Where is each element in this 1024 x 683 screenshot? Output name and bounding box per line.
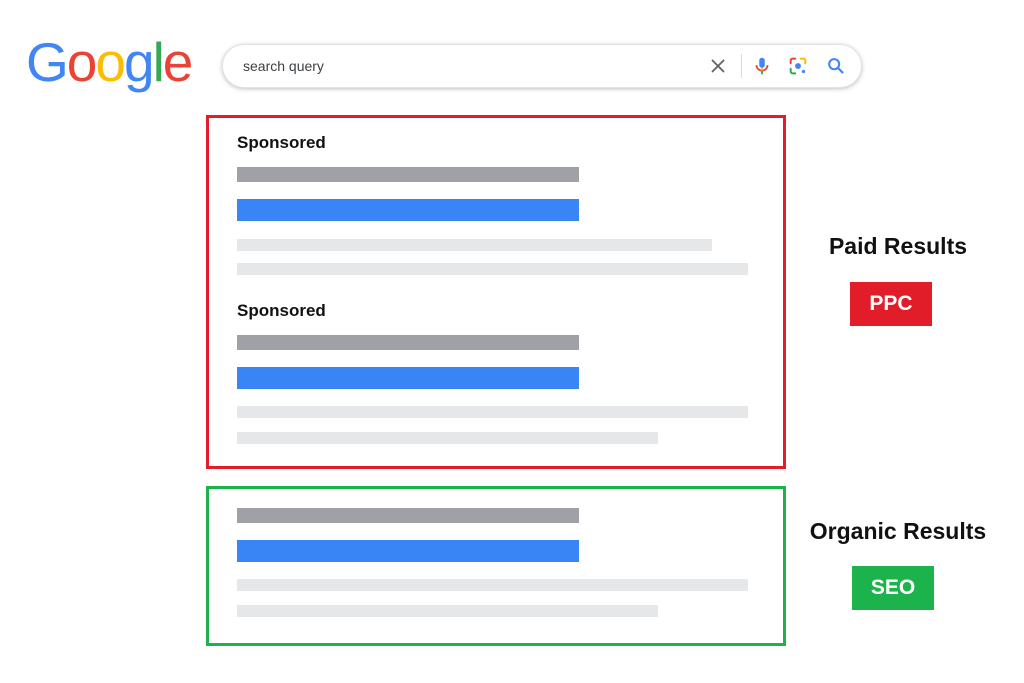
- paid-results-heading: Paid Results: [828, 233, 968, 259]
- search-input[interactable]: search query: [243, 58, 324, 74]
- logo-letter: l: [152, 31, 165, 93]
- sponsored-label: Sponsored: [237, 301, 326, 320]
- paid-results-box: [206, 115, 786, 469]
- result-snippet-bar: [237, 263, 748, 275]
- close-icon[interactable]: [707, 55, 729, 77]
- logo-letter: o: [95, 31, 126, 93]
- logo-letter: o: [66, 31, 98, 93]
- result-link-bar[interactable]: [237, 199, 579, 221]
- result-snippet-bar: [237, 579, 748, 591]
- ppc-badge: PPC: [850, 282, 932, 326]
- result-snippet-bar: [237, 432, 658, 444]
- logo-letter: G: [26, 31, 69, 93]
- organic-results-heading: Organic Results: [809, 518, 987, 544]
- result-link-bar[interactable]: [237, 367, 579, 389]
- search-divider: [741, 54, 742, 78]
- logo-letter: g: [123, 31, 155, 93]
- microphone-icon[interactable]: [751, 55, 773, 77]
- result-title-bar: [237, 335, 579, 350]
- seo-badge: SEO: [852, 566, 934, 610]
- result-snippet-bar: [237, 406, 748, 418]
- result-title-bar: [237, 508, 579, 523]
- result-snippet-bar: [237, 605, 658, 617]
- sponsored-label: Sponsored: [237, 133, 326, 152]
- result-snippet-bar: [237, 239, 712, 251]
- result-title-bar: [237, 167, 579, 182]
- search-icon[interactable]: [825, 55, 847, 77]
- lens-icon[interactable]: [787, 55, 809, 77]
- search-bar[interactable]: search query: [222, 44, 862, 88]
- result-link-bar[interactable]: [237, 540, 579, 562]
- logo-letter: e: [162, 31, 194, 93]
- google-logo: Google: [26, 30, 194, 94]
- organic-results-box: [206, 486, 786, 646]
